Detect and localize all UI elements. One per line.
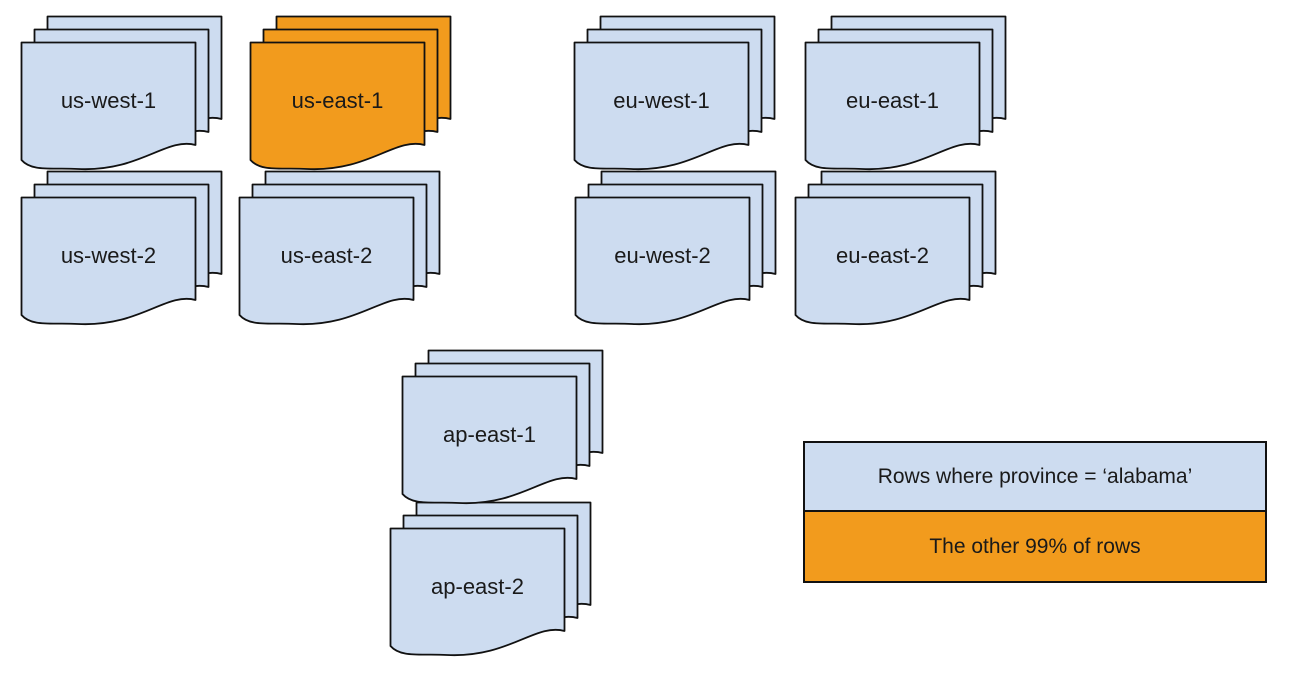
doc-stack-eu-west-2: eu-west-2 <box>574 170 779 330</box>
doc-stack-ap-east-2: ap-east-2 <box>389 501 594 661</box>
document-stack-graphic <box>389 501 592 657</box>
document-page-shape <box>389 527 566 657</box>
document-page-shape <box>20 41 197 171</box>
document-page-shape <box>804 41 981 171</box>
document-stack-graphic <box>574 170 777 326</box>
doc-stack-eu-west-1: eu-west-1 <box>573 15 778 175</box>
document-stack-graphic <box>573 15 776 171</box>
document-page-shape <box>20 196 197 326</box>
doc-stack-eu-east-2: eu-east-2 <box>794 170 999 330</box>
document-stack-graphic <box>20 170 223 326</box>
document-stack-graphic <box>238 170 441 326</box>
legend-row-other-rows: The other 99% of rows <box>805 512 1265 581</box>
doc-stack-ap-east-1: ap-east-1 <box>401 349 606 509</box>
document-page-shape <box>573 41 750 171</box>
document-stack-graphic <box>249 15 452 171</box>
doc-stack-us-east-2: us-east-2 <box>238 170 443 330</box>
document-stack-graphic <box>804 15 1007 171</box>
document-page-shape <box>249 41 426 171</box>
doc-stack-us-east-1: us-east-1 <box>249 15 454 175</box>
legend: Rows where province = ‘alabama’ The othe… <box>803 441 1267 583</box>
doc-stack-us-west-2: us-west-2 <box>20 170 225 330</box>
doc-stack-us-west-1: us-west-1 <box>20 15 225 175</box>
document-page-shape <box>401 375 578 505</box>
document-page-shape <box>238 196 415 326</box>
document-stack-graphic <box>20 15 223 171</box>
document-stack-graphic <box>794 170 997 326</box>
document-stack-graphic <box>401 349 604 505</box>
document-page-shape <box>794 196 971 326</box>
doc-stack-eu-east-1: eu-east-1 <box>804 15 1009 175</box>
legend-row-alabama-rows: Rows where province = ‘alabama’ <box>805 443 1265 512</box>
document-page-shape <box>574 196 751 326</box>
